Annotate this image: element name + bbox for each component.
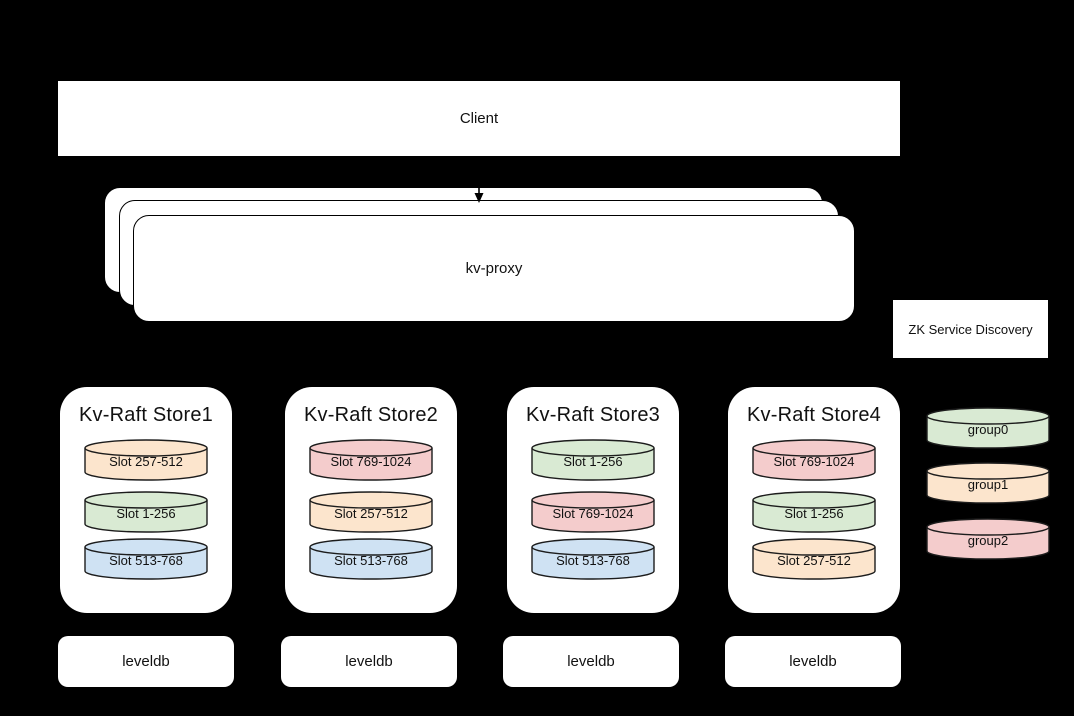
slot-cylinder: Slot 257-512 [752,538,876,580]
slot-label: Slot 1-256 [784,506,844,521]
slot-cylinder: Slot 1-256 [752,491,876,533]
database-cylinder-icon [84,439,208,481]
slot-label: Slot 769-1024 [773,454,855,469]
slot-cylinder: Slot 513-768 [531,538,655,580]
legend-group0-cylinder: group0 [926,407,1050,449]
database-cylinder-icon [926,462,1050,504]
slot-cylinder: Slot 513-768 [309,538,433,580]
slot-label: Slot 513-768 [334,553,408,568]
store-title: Kv-Raft Store2 [304,404,438,426]
slot-label: Slot 257-512 [777,553,851,568]
client-label: Client [459,110,499,127]
store-title: Kv-Raft Store1 [79,404,213,426]
zk-service-discovery-box: ZK Service Discovery [893,300,1048,358]
slot-label: Slot 1-256 [116,506,176,521]
kv-raft-store1-box: Kv-Raft Store1 Slot 257-512 Slot 1-256 S… [60,387,232,613]
slot-cylinder: Slot 257-512 [309,491,433,533]
database-cylinder-icon [309,439,433,481]
client-to-proxy-arrow [474,156,484,203]
leveldb-box-1: leveldb [58,636,234,687]
kv-raft-store2-box: Kv-Raft Store2 Slot 769-1024 Slot 257-51… [285,387,457,613]
database-cylinder-icon [309,491,433,533]
slot-cylinder: Slot 1-256 [84,491,208,533]
leveldb-label: leveldb [122,653,170,670]
legend-group2-cylinder: group2 [926,518,1050,560]
kv-proxy-box: kv-proxy [133,215,855,322]
kv-raft-store3-box: Kv-Raft Store3 Slot 1-256 Slot 769-1024 … [507,387,679,613]
slot-cylinder: Slot 513-768 [84,538,208,580]
slot-label: Slot 513-768 [109,553,183,568]
database-cylinder-icon [752,439,876,481]
slot-cylinder: Slot 769-1024 [752,439,876,481]
kv-raft-store4-box: Kv-Raft Store4 Slot 769-1024 Slot 1-256 … [728,387,900,613]
legend-group-label: group2 [967,533,1009,548]
database-cylinder-icon [84,491,208,533]
slot-cylinder: Slot 1-256 [531,439,655,481]
slot-label: Slot 257-512 [334,506,408,521]
store-title: Kv-Raft Store4 [747,404,881,426]
database-cylinder-icon [531,439,655,481]
slot-cylinder: Slot 257-512 [84,439,208,481]
legend-group-label: group1 [967,477,1009,492]
database-cylinder-icon [752,491,876,533]
database-cylinder-icon [309,538,433,580]
legend-group-label: group0 [967,422,1009,437]
leveldb-box-3: leveldb [503,636,679,687]
database-cylinder-icon [531,491,655,533]
leveldb-box-2: leveldb [281,636,457,687]
slot-cylinder: Slot 769-1024 [531,491,655,533]
slot-label: Slot 769-1024 [552,506,634,521]
database-cylinder-icon [926,407,1050,449]
kv-proxy-label: kv-proxy [465,260,523,277]
leveldb-label: leveldb [345,653,393,670]
leveldb-box-4: leveldb [725,636,901,687]
leveldb-label: leveldb [567,653,615,670]
store-title: Kv-Raft Store3 [526,404,660,426]
slot-label: Slot 769-1024 [330,454,412,469]
database-cylinder-icon [926,518,1050,560]
leveldb-label: leveldb [789,653,837,670]
slot-label: Slot 257-512 [109,454,183,469]
slot-label: Slot 513-768 [556,553,630,568]
database-cylinder-icon [84,538,208,580]
database-cylinder-icon [531,538,655,580]
database-cylinder-icon [752,538,876,580]
slot-label: Slot 1-256 [563,454,623,469]
slot-cylinder: Slot 769-1024 [309,439,433,481]
legend-group1-cylinder: group1 [926,462,1050,504]
client-box: Client [58,81,900,156]
zk-service-discovery-label: ZK Service Discovery [908,321,1033,337]
